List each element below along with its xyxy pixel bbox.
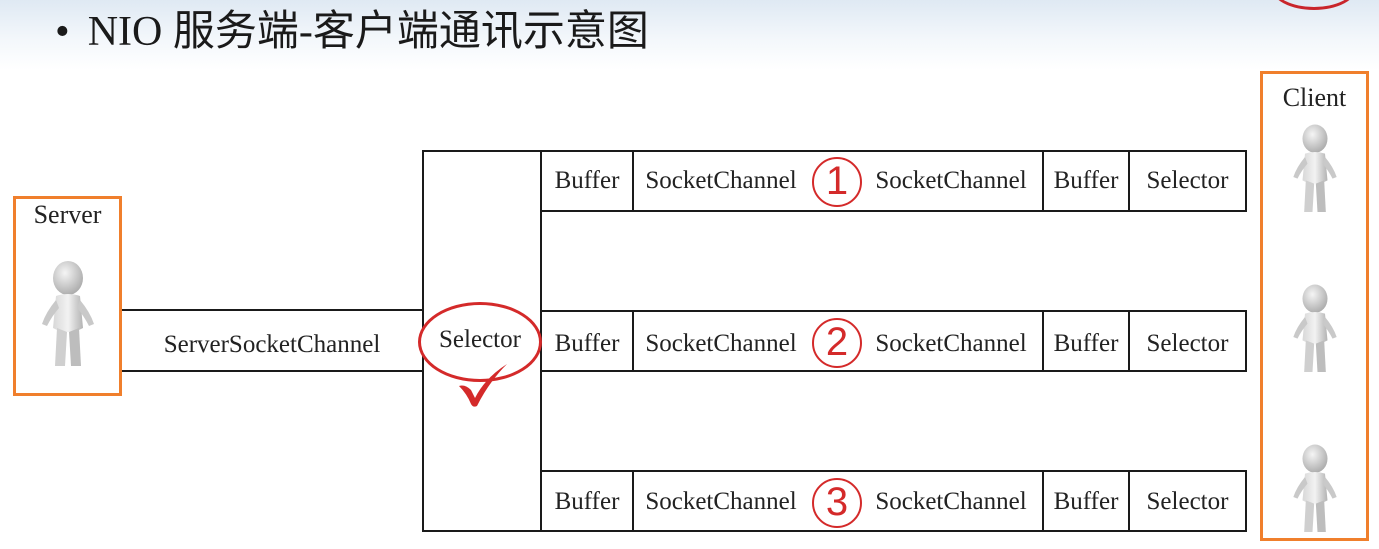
cell-divider bbox=[1042, 310, 1044, 372]
cell-divider bbox=[1128, 150, 1130, 212]
row-buffer-right: Buffer bbox=[1053, 167, 1119, 194]
row-channel-right: SocketChannel bbox=[875, 167, 1027, 194]
server-channel-label: ServerSocketChannel bbox=[163, 331, 381, 358]
cell-divider bbox=[1042, 150, 1044, 212]
row-bottom-line bbox=[540, 370, 1247, 372]
person-icon bbox=[36, 258, 100, 383]
server-channel-top-line bbox=[122, 309, 424, 311]
selector-block-top-line bbox=[422, 150, 542, 152]
title-bullet: • bbox=[55, 9, 70, 55]
row-end-line bbox=[1245, 150, 1247, 212]
row-top-line bbox=[540, 310, 1247, 312]
row-top-line bbox=[540, 470, 1247, 472]
person-icon bbox=[1283, 442, 1347, 547]
selector-highlight-oval bbox=[418, 302, 542, 382]
server-label: Server bbox=[33, 200, 102, 229]
row-channel-left: SocketChannel bbox=[645, 330, 797, 357]
row-number-badge: 2 bbox=[812, 318, 862, 368]
row-channel-right: SocketChannel bbox=[875, 330, 1027, 357]
cell-divider bbox=[632, 150, 634, 212]
cell-divider bbox=[632, 310, 634, 372]
row-end-line bbox=[1245, 470, 1247, 532]
row-channel-right: SocketChannel bbox=[875, 488, 1027, 515]
row-number-badge: 1 bbox=[812, 157, 862, 207]
cell-divider bbox=[1042, 470, 1044, 532]
row-number-badge: 3 bbox=[812, 478, 862, 528]
title-text: NIO 服务端-客户端通讯示意图 bbox=[87, 9, 649, 55]
row-buffer-left: Buffer bbox=[554, 488, 620, 515]
server-box bbox=[13, 196, 122, 396]
row-buffer-left: Buffer bbox=[554, 330, 620, 357]
page-title: • NIO 服务端-客户端通讯示意图 bbox=[55, 4, 649, 60]
cell-divider bbox=[1128, 470, 1130, 532]
row-end-line bbox=[1245, 310, 1247, 372]
row-selector: Selector bbox=[1146, 167, 1229, 194]
row-bottom-line bbox=[540, 530, 1247, 532]
row-channel-left: SocketChannel bbox=[645, 488, 797, 515]
row-selector: Selector bbox=[1146, 330, 1229, 357]
row-top-line bbox=[540, 150, 1247, 152]
cell-divider bbox=[1128, 310, 1130, 372]
person-icon bbox=[1283, 122, 1347, 227]
client-label: Client bbox=[1282, 83, 1347, 112]
row-bottom-line bbox=[540, 210, 1247, 212]
cell-divider bbox=[632, 470, 634, 532]
row-buffer-left: Buffer bbox=[554, 167, 620, 194]
header-background bbox=[0, 0, 1379, 70]
selector-block-bottom-line bbox=[422, 530, 542, 532]
row-channel-left: SocketChannel bbox=[645, 167, 797, 194]
row-buffer-right: Buffer bbox=[1053, 488, 1119, 515]
central-selector-label: Selector bbox=[439, 326, 521, 353]
server-channel-bottom-line bbox=[122, 370, 424, 372]
row-buffer-right: Buffer bbox=[1053, 330, 1119, 357]
row-selector: Selector bbox=[1146, 488, 1229, 515]
client-box bbox=[1260, 71, 1369, 541]
check-icon bbox=[455, 360, 515, 410]
person-icon bbox=[1283, 282, 1347, 387]
